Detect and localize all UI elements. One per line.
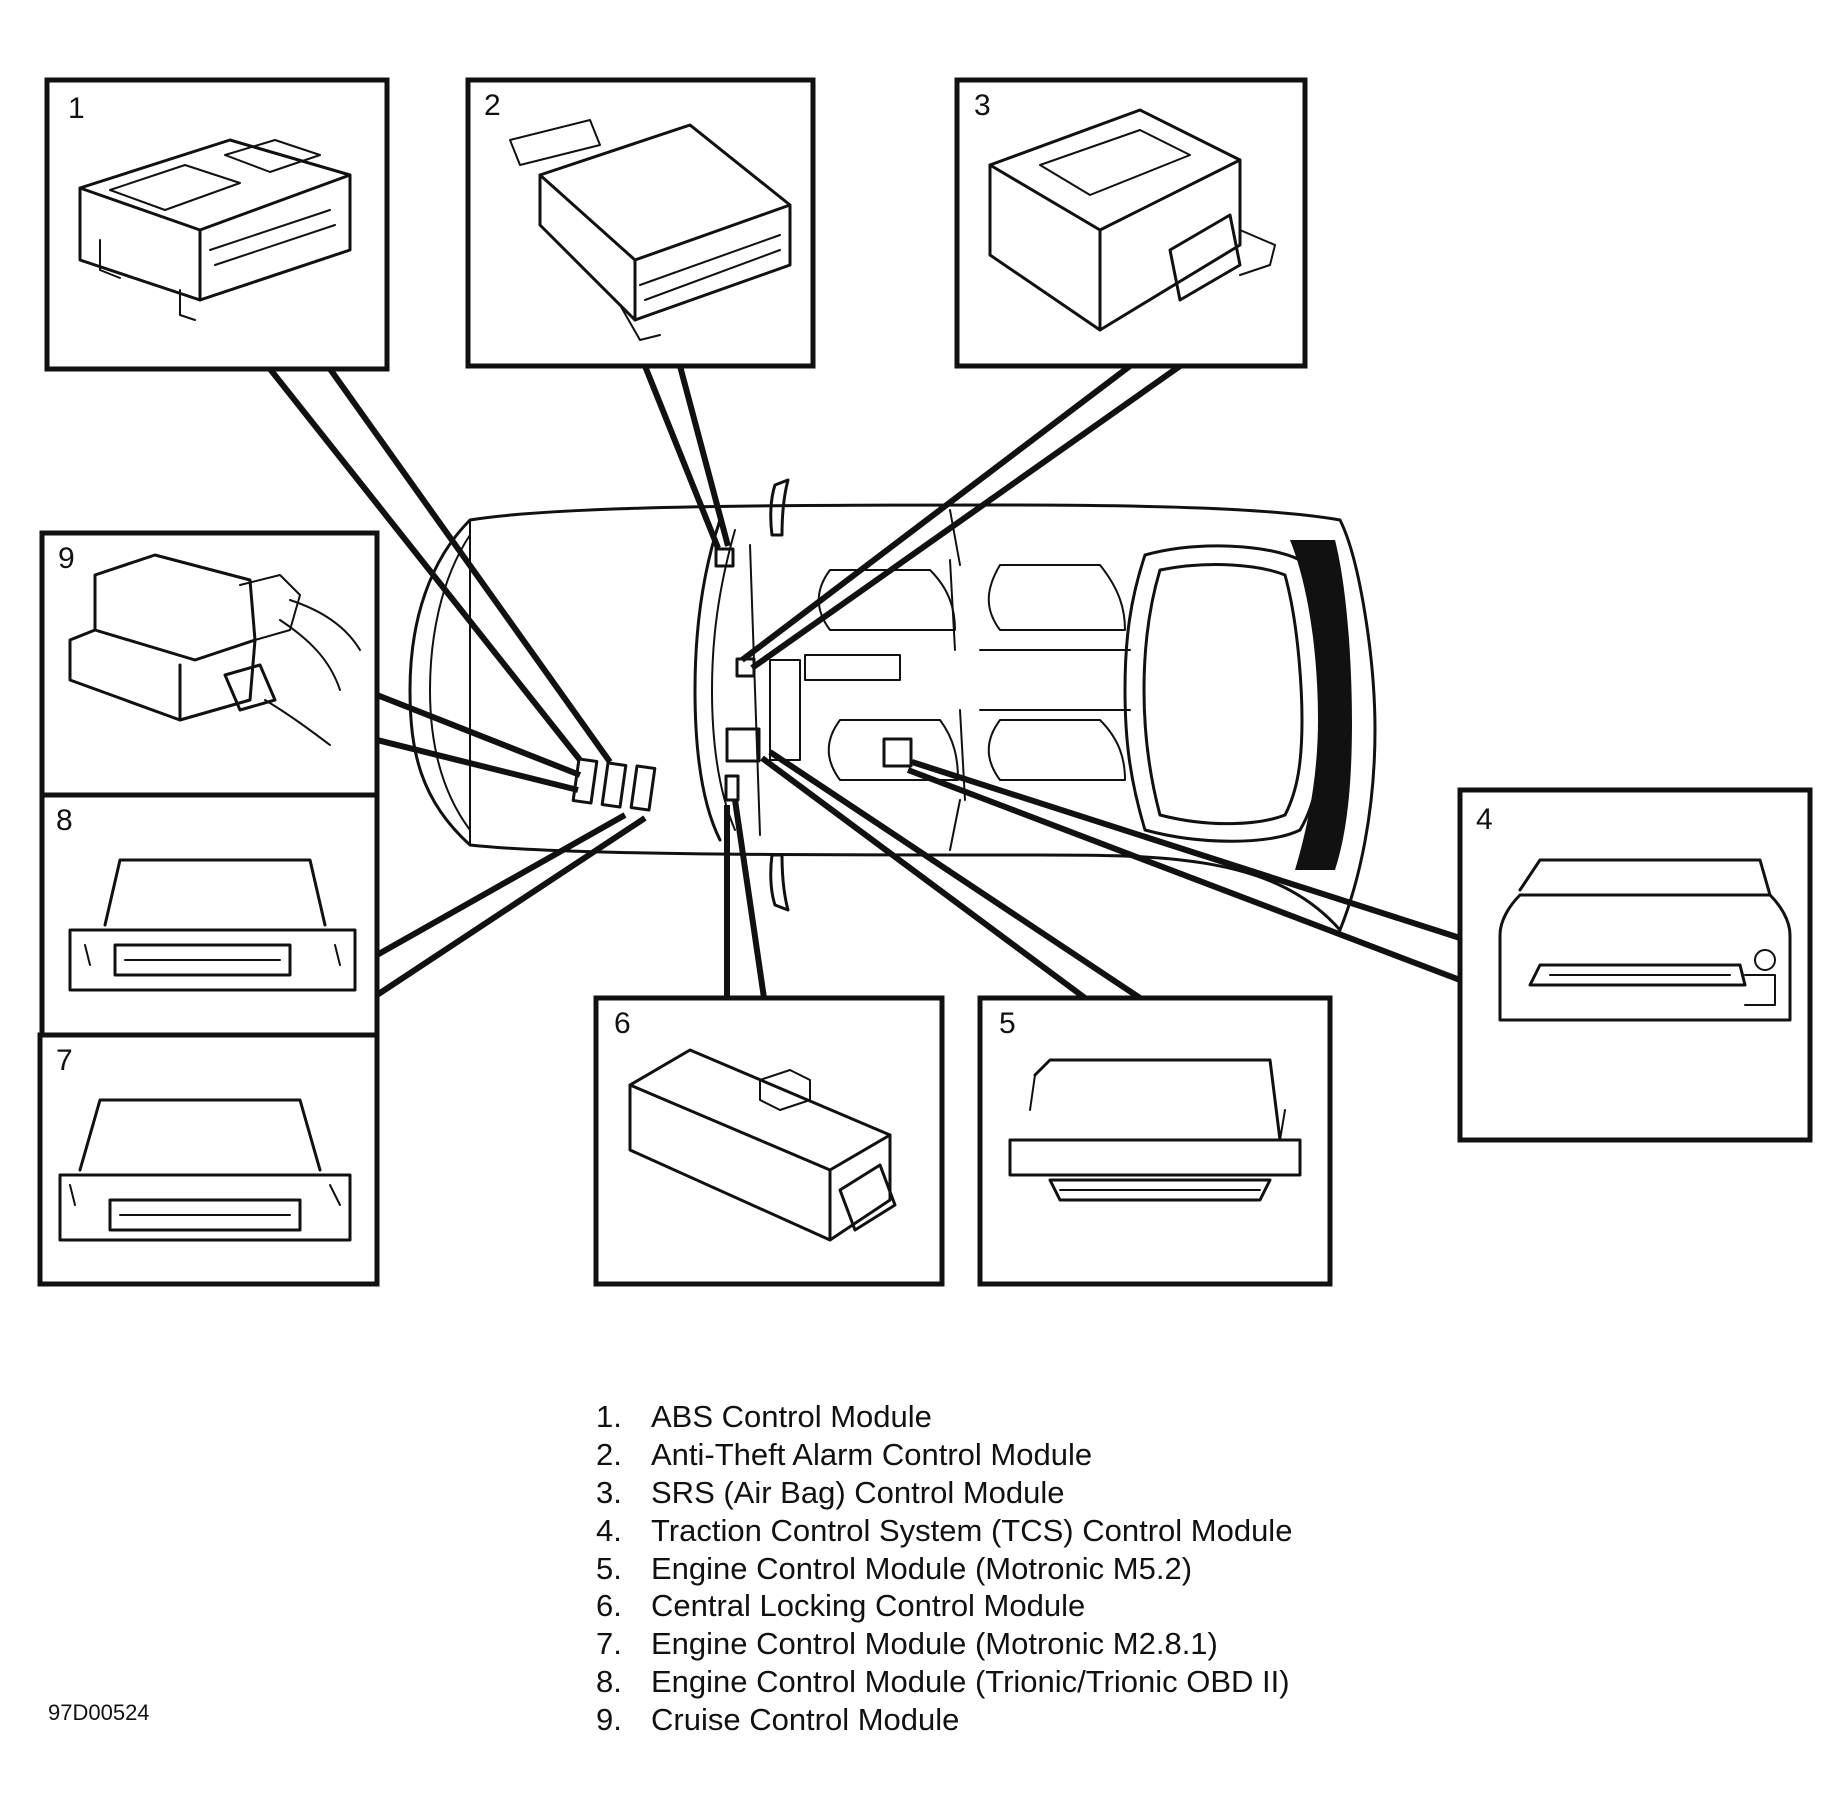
callout-box-4: 4 (1457, 787, 1813, 1143)
legend-label: Engine Control Module (Motronic M2.8.1) (651, 1626, 1218, 1662)
legend-number: 1. (596, 1399, 622, 1435)
ecm-trionic-module-illustration (68, 858, 357, 992)
legend-label: Engine Control Module (Trionic/Trionic O… (651, 1663, 1290, 1699)
legend-number: 8. (596, 1663, 622, 1699)
srs-module-illustration (988, 108, 1276, 332)
legend-item: 6. Central Locking Control Module (596, 1587, 1596, 1625)
legend-number: 2. (596, 1437, 622, 1473)
legend-number: 5. (596, 1550, 622, 1586)
figure-id: 97D00524 (48, 1700, 150, 1725)
legend-item: 1. ABS Control Module (596, 1398, 1596, 1436)
callout-number-6: 6 (614, 1007, 631, 1040)
abs-module-illustration (78, 138, 352, 321)
legend: 1. ABS Control Module 2. Anti-Theft Alar… (596, 1398, 1596, 1738)
tcs-module-illustration (1498, 858, 1792, 1022)
legend-item: 7. Engine Control Module (Motronic M2.8.… (596, 1625, 1596, 1663)
location-marker-6a (725, 727, 761, 763)
callout-number-8: 8 (56, 804, 73, 837)
legend-number: 6. (596, 1588, 622, 1624)
callout-number-9: 9 (58, 542, 75, 575)
legend-number: 9. (596, 1701, 622, 1737)
callout-number-5: 5 (999, 1007, 1016, 1040)
central-locking-module-illustration (628, 1048, 897, 1242)
legend-number: 7. (596, 1626, 622, 1662)
callout-box-9: 9 (39, 530, 380, 798)
location-marker-4 (882, 737, 913, 768)
location-marker-9 (600, 761, 628, 809)
legend-label: Anti-Theft Alarm Control Module (651, 1437, 1093, 1473)
legend-label: Central Locking Control Module (651, 1588, 1086, 1624)
legend-item: 5. Engine Control Module (Motronic M5.2) (596, 1549, 1596, 1587)
anti-theft-module-illustration (509, 119, 792, 341)
ecm-m52-module-illustration (1008, 1058, 1302, 1202)
legend-item: 9. Cruise Control Module (596, 1700, 1596, 1738)
legend-item: 3. SRS (Air Bag) Control Module (596, 1474, 1596, 1512)
callout-box-6: 6 (593, 995, 945, 1287)
callout-box-8: 8 (39, 792, 380, 1038)
callout-box-5: 5 (977, 995, 1333, 1287)
legend-item: 8. Engine Control Module (Trionic/Trioni… (596, 1663, 1596, 1701)
legend-label: SRS (Air Bag) Control Module (651, 1474, 1065, 1510)
ecm-m281-module-illustration (58, 1098, 352, 1242)
legend-number: 3. (596, 1474, 622, 1510)
callout-box-2: 2 (465, 77, 816, 369)
callout-number-4: 4 (1476, 803, 1493, 836)
callout-box-3: 3 (954, 77, 1308, 369)
legend-item: 4. Traction Control System (TCS) Control… (596, 1511, 1596, 1549)
location-marker-1 (571, 757, 599, 805)
cruise-control-module-illustration (68, 553, 361, 746)
legend-label: Traction Control System (TCS) Control Mo… (651, 1512, 1293, 1548)
legend-label: Cruise Control Module (651, 1701, 960, 1737)
legend-label: ABS Control Module (651, 1399, 932, 1435)
callout-number-7: 7 (56, 1044, 73, 1077)
legend-item: 2. Anti-Theft Alarm Control Module (596, 1436, 1596, 1474)
location-marker-3 (735, 657, 756, 678)
legend-number: 4. (596, 1512, 622, 1548)
callout-box-1: 1 (44, 77, 390, 372)
callout-number-1: 1 (68, 92, 85, 125)
location-marker-2 (714, 547, 735, 568)
legend-label: Engine Control Module (Motronic M5.2) (651, 1550, 1193, 1586)
car-top-view (408, 478, 1377, 932)
leader-lines (267, 363, 1462, 1001)
location-marker-6 (724, 774, 740, 802)
location-marker-8 (629, 764, 657, 812)
callout-number-3: 3 (974, 89, 991, 122)
callout-number-2: 2 (484, 89, 501, 122)
callout-box-7: 7 (37, 1032, 380, 1287)
